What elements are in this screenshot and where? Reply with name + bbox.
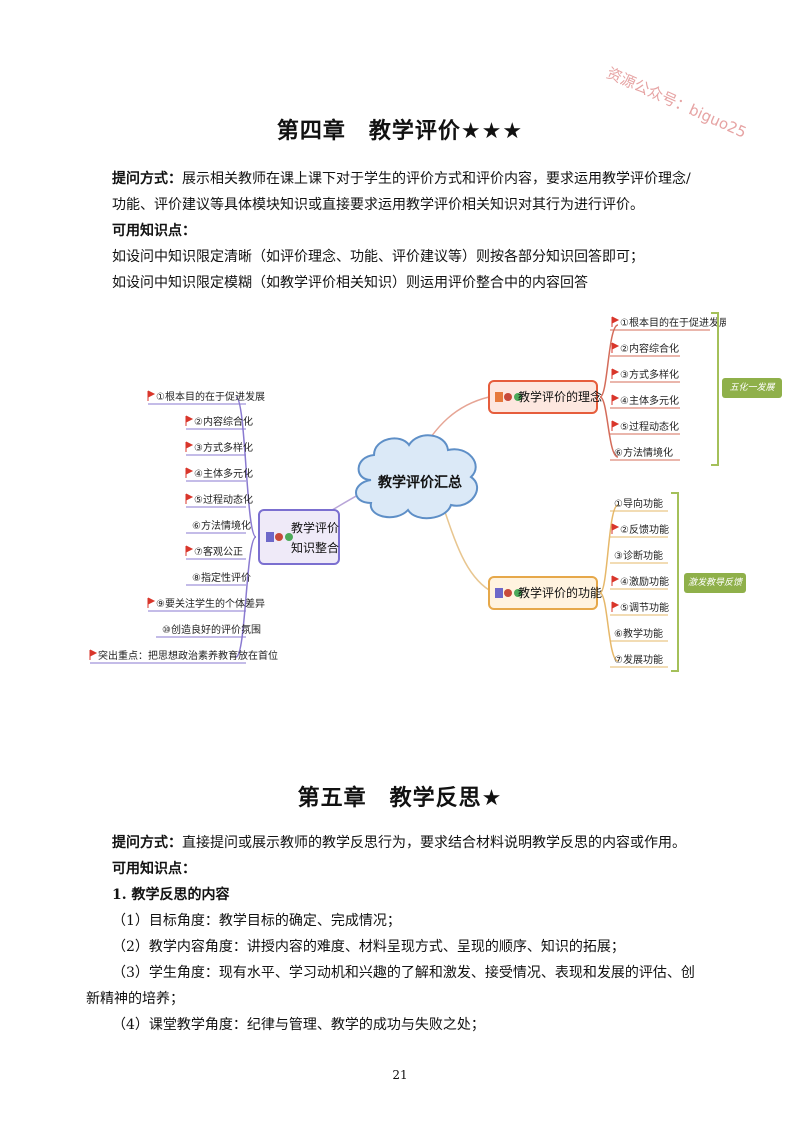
svg-text:③方式多样化: ③方式多样化 — [194, 441, 253, 454]
svg-text:③诊断功能: ③诊断功能 — [614, 549, 663, 562]
chapter5-ask: 提问方式：直接提问或展示教师的教学反思行为，要求结合材料说明教学反思的内容或作用… — [112, 830, 692, 856]
svg-text:⑦客观公正: ⑦客观公正 — [194, 545, 243, 558]
right-top-summary-label: 五化一发展 — [722, 378, 782, 398]
left-item: ①根本目的在于促进发展 — [147, 390, 265, 405]
chapter4-knowledge-label: 可用知识点： — [112, 223, 196, 239]
right-top-item: ⑥方法情境化 — [610, 446, 680, 461]
svg-text:⑤调节功能: ⑤调节功能 — [620, 601, 669, 614]
ask-label: 提问方式： — [112, 835, 182, 851]
left-item: ⑩创造良好的评价氛围 — [156, 623, 261, 638]
right-top-items: ①根本目的在于促进发展 ②内容综合化 ③方式多样化 ④主体多元化 ⑤过程动态化 … — [610, 316, 726, 461]
svg-text:①根本目的在于促进发展: ①根本目的在于促进发展 — [620, 316, 726, 329]
svg-text:⑥教学功能: ⑥教学功能 — [614, 627, 663, 640]
ask-label: 提问方式： — [112, 171, 182, 187]
svg-text:⑦发展功能: ⑦发展功能 — [614, 653, 663, 666]
svg-text:⑥方法情境化: ⑥方法情境化 — [614, 446, 673, 459]
svg-text:教学评价的功能: 教学评价的功能 — [518, 585, 602, 600]
chapter4-ask: 提问方式：展示相关教师在课上课下对于学生的评价方式和评价内容，要求运用教学评价理… — [112, 166, 692, 218]
chapter5-item-2: （2）教学内容角度：讲授内容的难度、材料呈现方式、呈现的顺序、知识的拓展； — [112, 939, 625, 955]
left-item: ⑦客观公正 — [185, 545, 246, 560]
chapter4-title: 第四章 教学评价★★★ — [276, 119, 524, 144]
svg-text:⑩创造良好的评价氛围: ⑩创造良好的评价氛围 — [162, 623, 261, 636]
chapter5-section-title: 1. 教学反思的内容 — [112, 887, 230, 903]
right-bottom-item: ③诊断功能 — [610, 549, 668, 564]
ask-text: 直接提问或展示教师的教学反思行为，要求结合材料说明教学反思的内容或作用。 — [182, 835, 686, 851]
svg-text:②反馈功能: ②反馈功能 — [620, 523, 669, 536]
right-bottom-items: ①导向功能 ②反馈功能 ③诊断功能 ④激励功能 ⑤调节功能 ⑥教学功能 ⑦发展功… — [610, 497, 669, 668]
svg-text:④主体多元化: ④主体多元化 — [194, 467, 253, 480]
right-top-item: ③方式多样化 — [610, 368, 680, 383]
left-item: ③方式多样化 — [185, 441, 253, 456]
right-bottom-item: ④激励功能 — [610, 575, 669, 590]
right-top-item: ②内容综合化 — [610, 342, 680, 357]
svg-text:突出重点：把思想政治素养教育放在首位: 突出重点：把思想政治素养教育放在首位 — [98, 649, 278, 662]
right-bottom-node: 教学评价的功能 — [488, 576, 602, 610]
left-item: ⑥方法情境化 — [186, 519, 251, 534]
right-bottom-item: ⑤调节功能 — [610, 601, 669, 616]
chapter5-item-4: （4）课堂教学角度：纪律与管理、教学的成功与失败之处； — [112, 1017, 485, 1033]
svg-text:教学评价的理念: 教学评价的理念 — [518, 389, 602, 404]
right-top-node: 教学评价的理念 — [488, 380, 602, 414]
right-bottom-item: ①导向功能 — [610, 497, 668, 512]
svg-text:①导向功能: ①导向功能 — [614, 497, 663, 510]
chapter5-item-3: （3）学生角度：现有水平、学习动机和兴趣的了解和激发、接受情况、表现和发展的评估… — [86, 965, 695, 1007]
svg-text:①根本目的在于促进发展: ①根本目的在于促进发展 — [156, 390, 265, 403]
svg-text:④主体多元化: ④主体多元化 — [620, 394, 679, 407]
left-item: ⑧指定性评价 — [186, 571, 251, 586]
svg-text:②内容综合化: ②内容综合化 — [194, 415, 253, 428]
left-item: ⑨要关注学生的个体差异 — [147, 597, 265, 612]
right-top-item: ①根本目的在于促进发展 — [610, 316, 726, 331]
svg-text:⑥方法情境化: ⑥方法情境化 — [192, 519, 251, 532]
svg-text:③方式多样化: ③方式多样化 — [620, 368, 679, 381]
page-number: 21 — [392, 1068, 408, 1082]
center-cloud: 教学评价汇总 — [355, 434, 478, 520]
left-items: ①根本目的在于促进发展 ②内容综合化 ③方式多样化 ④主体多元化 ⑤过程动态化 … — [89, 390, 278, 664]
right-top-item: ④主体多元化 — [610, 394, 680, 409]
left-item: ②内容综合化 — [185, 415, 253, 430]
mindmap: 教学评价汇总 教学评价 知识整合 ①根本目的在于促进发展 ②内容综合化 ③方式多… — [89, 312, 726, 672]
chapter5-item-1: （1）目标角度：教学目标的确定、完成情况； — [112, 913, 401, 929]
left-item: 突出重点：把思想政治素养教育放在首位 — [89, 649, 278, 664]
left-node: 教学评价 知识整合 — [258, 509, 340, 565]
right-bottom-summary-label: 激发教导反馈诊 — [684, 573, 746, 608]
left-node-line1: 教学评价 — [291, 520, 339, 535]
chapter4-knowledge-line-1: 如设问中知识限定清晰（如评价理念、功能、评价建议等）则按各部分知识回答即可； — [112, 249, 644, 265]
chapter4-knowledge-line-2: 如设问中知识限定模糊（如教学评价相关知识）则运用评价整合中的内容回答 — [112, 275, 588, 291]
svg-text:⑤过程动态化: ⑤过程动态化 — [620, 420, 679, 433]
right-top-item: ⑤过程动态化 — [610, 420, 680, 435]
right-bottom-item: ②反馈功能 — [610, 523, 669, 538]
chapter5-title: 第五章 教学反思★ — [297, 786, 503, 811]
svg-text:⑧指定性评价: ⑧指定性评价 — [192, 571, 251, 584]
ask-text: 展示相关教师在课上课下对于学生的评价方式和评价内容，要求运用教学评价理念/功能、… — [112, 171, 691, 213]
svg-text:⑨要关注学生的个体差异: ⑨要关注学生的个体差异 — [156, 597, 265, 610]
left-item: ④主体多元化 — [185, 467, 253, 482]
svg-text:②内容综合化: ②内容综合化 — [620, 342, 679, 355]
chapter5-knowledge-label: 可用知识点： — [112, 861, 196, 877]
right-bottom-item: ⑥教学功能 — [610, 627, 668, 642]
center-label: 教学评价汇总 — [378, 474, 462, 491]
svg-text:④激励功能: ④激励功能 — [620, 575, 669, 588]
svg-text:⑤过程动态化: ⑤过程动态化 — [194, 493, 253, 506]
right-bottom-item: ⑦发展功能 — [610, 653, 668, 668]
left-node-line2: 知识整合 — [291, 540, 339, 555]
left-item: ⑤过程动态化 — [185, 493, 253, 508]
